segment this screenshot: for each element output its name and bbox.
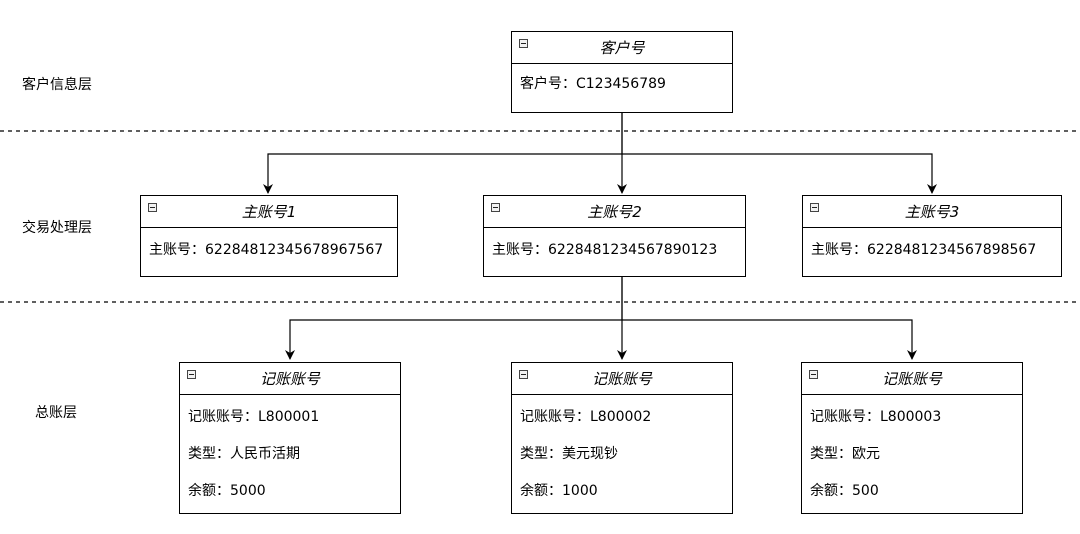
collapse-icon[interactable] <box>491 203 500 212</box>
ledger-account-3-balance: 余额：500 <box>810 483 879 499</box>
connector-main2-ledger1 <box>285 276 623 360</box>
ledger-account-node-3[interactable]: 记账账号 记账账号：L800003 类型：欧元 余额：500 <box>801 362 1023 514</box>
ledger-account-2-title: 记账账号 <box>591 370 652 388</box>
ledger-account-2-type: 类型：美元现钞 <box>520 446 618 462</box>
ledger-account-3-id: 记账账号：L800003 <box>810 409 942 425</box>
main-account-2-title: 主账号2 <box>587 203 642 221</box>
customer-node-header: 客户号 <box>512 32 732 64</box>
collapse-icon[interactable] <box>809 370 818 379</box>
ledger-account-1-title: 记账账号 <box>259 370 320 388</box>
ledger-account-3-header: 记账账号 <box>802 363 1022 395</box>
ledger-account-node-2[interactable]: 记账账号 记账账号：L800002 类型：美元现钞 余额：1000 <box>511 362 733 514</box>
ledger-account-1-balance: 余额：5000 <box>188 483 266 499</box>
customer-node-title: 客户号 <box>599 39 645 57</box>
layer-label-ledger: 总账层 <box>35 405 77 421</box>
connector-main2-ledger3 <box>622 319 917 360</box>
ledger-account-3-title: 记账账号 <box>881 370 942 388</box>
main-account-node-3[interactable]: 主账号3 主账号：6228481234567898567 <box>802 195 1062 277</box>
ledger-account-3-type: 类型：欧元 <box>810 446 880 462</box>
ledger-account-1-header: 记账账号 <box>180 363 400 395</box>
customer-id-field: 客户号：C123456789 <box>520 76 666 92</box>
connector-customer-main1 <box>263 113 623 194</box>
main-account-1-header: 主账号1 <box>141 196 397 228</box>
connector-customer-main3 <box>622 153 937 194</box>
collapse-icon[interactable] <box>810 203 819 212</box>
collapse-icon[interactable] <box>148 203 157 212</box>
main-account-1-title: 主账号1 <box>241 203 297 221</box>
main-account-3-title: 主账号3 <box>904 203 960 221</box>
ledger-account-node-1[interactable]: 记账账号 记账账号：L800001 类型：人民币活期 余额：5000 <box>179 362 401 514</box>
main-account-3-header: 主账号3 <box>803 196 1061 228</box>
main-account-node-2[interactable]: 主账号2 主账号：6228481234567890123 <box>483 195 746 277</box>
collapse-icon[interactable] <box>519 39 528 48</box>
ledger-account-2-header: 记账账号 <box>512 363 732 395</box>
customer-node[interactable]: 客户号 客户号：C123456789 <box>511 31 733 113</box>
ledger-account-1-type: 类型：人民币活期 <box>188 446 300 462</box>
main-account-1-number: 主账号：62284812345678967567 <box>149 242 384 258</box>
collapse-icon[interactable] <box>187 370 196 379</box>
layer-label-customer: 客户信息层 <box>22 77 92 93</box>
main-account-3-number: 主账号：6228481234567898567 <box>811 242 1037 258</box>
main-account-2-header: 主账号2 <box>484 196 745 228</box>
ledger-account-1-id: 记账账号：L800001 <box>188 409 320 425</box>
ledger-account-2-balance: 余额：1000 <box>520 483 598 499</box>
main-account-node-1[interactable]: 主账号1 主账号：62284812345678967567 <box>140 195 398 277</box>
main-account-2-number: 主账号：6228481234567890123 <box>492 242 718 258</box>
ledger-account-2-id: 记账账号：L800002 <box>520 409 652 425</box>
layer-label-transaction: 交易处理层 <box>22 220 92 236</box>
collapse-icon[interactable] <box>519 370 528 379</box>
